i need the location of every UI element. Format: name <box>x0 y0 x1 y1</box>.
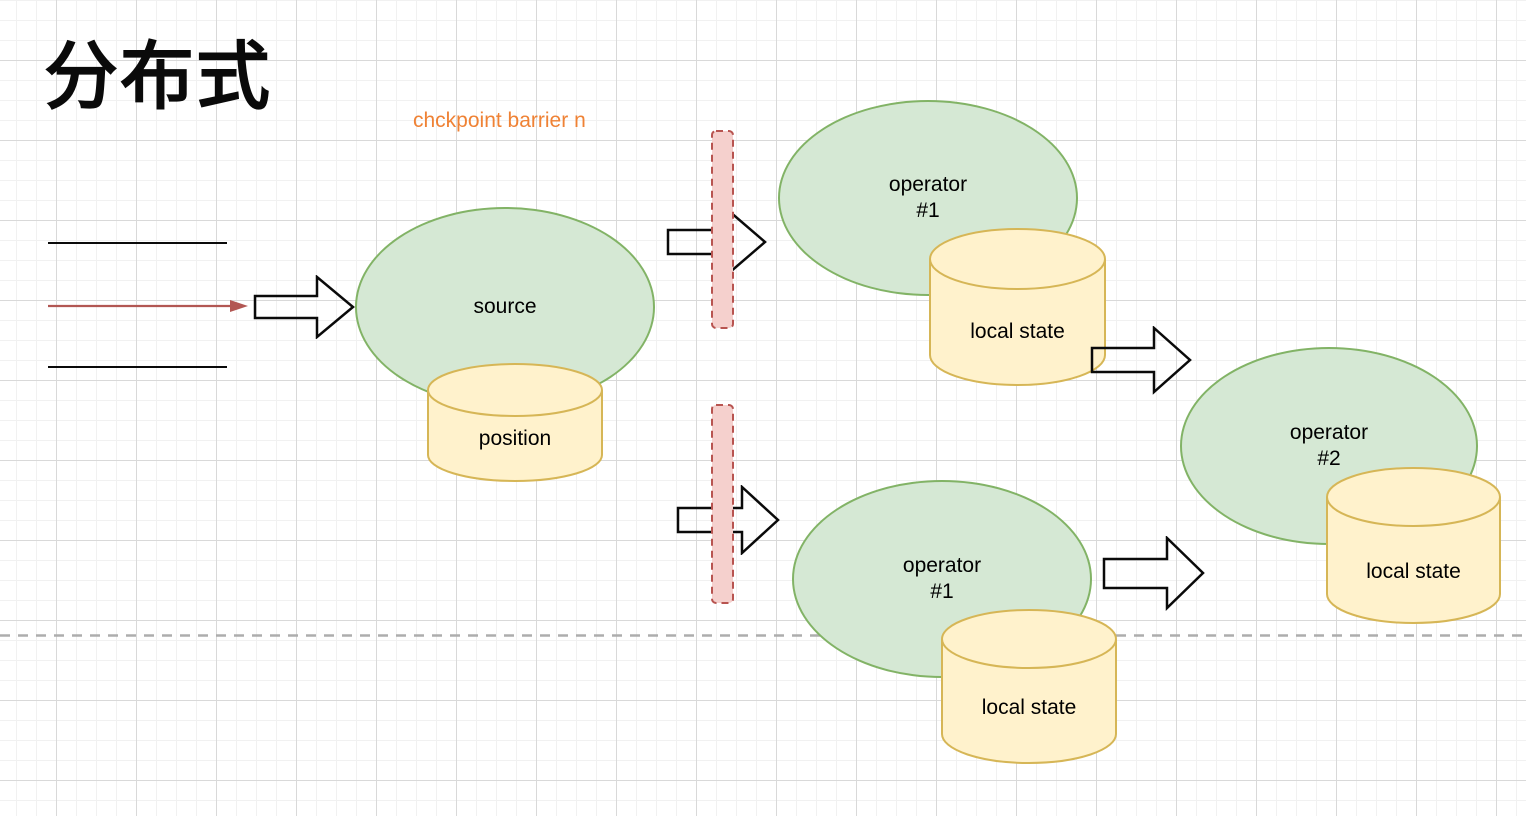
checkpoint-barrier-top[interactable] <box>709 128 736 331</box>
parallel-instance-divider <box>0 634 1526 637</box>
local-state-top-label: local state <box>970 320 1065 344</box>
arrow-operator1-bottom-to-operator2-icon[interactable] <box>1102 536 1205 611</box>
operator1-top-label: operator <box>888 173 968 196</box>
checkpoint-barrier-bottom[interactable] <box>709 402 736 606</box>
diagram-title: 分布式 <box>44 35 272 118</box>
stream-line-top[interactable] <box>48 242 227 244</box>
position-cylinder[interactable]: position <box>427 363 603 482</box>
operator1-bottom-id: #1 <box>930 580 954 603</box>
operator2-id: #2 <box>1317 447 1341 470</box>
local-state-bottom-cylinder[interactable]: local state <box>941 609 1117 764</box>
arrow-to-operator1-bottom-icon[interactable] <box>676 485 780 555</box>
arrow-into-source-icon[interactable] <box>253 275 355 339</box>
operator2-label: operator <box>1289 421 1369 444</box>
local-state-operator2-cylinder[interactable]: local state <box>1326 467 1501 624</box>
stream-arrow-icon[interactable] <box>46 295 250 317</box>
operator1-bottom-label: operator <box>902 554 982 577</box>
checkpoint-barrier-label: chckpoint barrier n <box>413 109 586 132</box>
local-state-top-cylinder[interactable]: local state <box>929 228 1106 386</box>
local-state-operator2-label: local state <box>1366 560 1461 584</box>
cylinder-shape-icon <box>929 228 1106 386</box>
stream-line-bottom[interactable] <box>48 366 227 368</box>
arrow-operator1-to-operator2-icon[interactable] <box>1090 326 1192 395</box>
position-label: position <box>478 427 552 451</box>
local-state-bottom-label: local state <box>981 696 1077 720</box>
cylinder-shape-icon <box>1326 467 1501 624</box>
cylinder-shape-icon <box>427 363 603 482</box>
cylinder-shape-icon <box>941 609 1117 764</box>
operator1-top-id: #1 <box>916 199 940 222</box>
source-label: source <box>473 295 537 318</box>
